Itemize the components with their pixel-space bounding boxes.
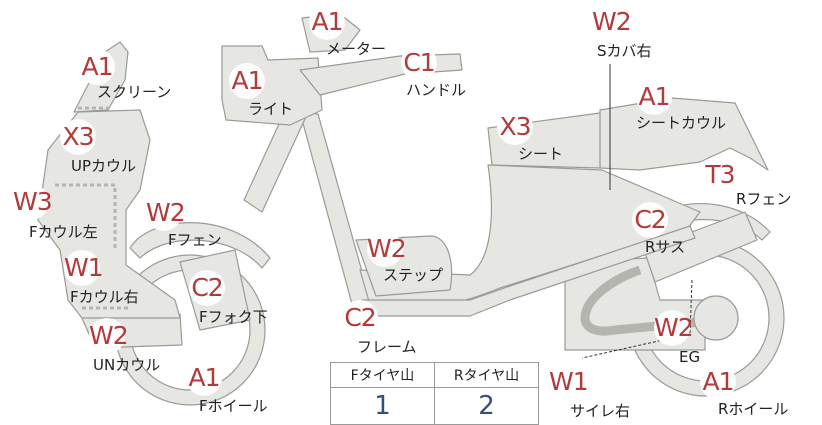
part-code: X3 (497, 109, 533, 145)
part-code: A1 (186, 360, 222, 396)
part-label: シートカウル (636, 114, 727, 132)
muffler-pipe-shape (580, 265, 701, 336)
part-r-fender: T3 (702, 157, 738, 193)
part-f-fork-lower: C2 (189, 270, 225, 306)
part-screen: A1 (79, 49, 115, 85)
part-f-fender: W2 (146, 195, 186, 231)
part-label: Fホイール (199, 397, 268, 415)
part-code: W3 (13, 184, 53, 220)
part-step: W2 (367, 231, 407, 267)
part-meter: A1 (309, 4, 345, 40)
front-tread-header: Fタイヤ山 (330, 362, 435, 388)
part-code: C2 (189, 270, 225, 306)
leader-line-muffler-2 (581, 333, 691, 359)
part-label: Fフェン (168, 231, 222, 249)
part-label: Rサス (645, 238, 686, 256)
part-code: A1 (229, 63, 265, 99)
cowl-seam-line-2 (55, 183, 117, 250)
part-label: EG (679, 348, 701, 366)
part-r-wheel: A1 (700, 364, 736, 400)
seat-cowl-shape (599, 97, 769, 171)
part-label: UPカウル (71, 157, 137, 175)
part-code: A1 (79, 49, 115, 85)
tire-tread-table: Fタイヤ山 Rタイヤ山 1 2 (330, 362, 539, 425)
part-light: A1 (229, 63, 265, 99)
part-muffler-right: W1 (549, 364, 589, 400)
part-code: W2 (654, 310, 694, 346)
part-label: Fカウル右 (70, 288, 139, 306)
table-value-row: 1 2 (330, 387, 539, 425)
rear-suspension-shape (643, 211, 758, 283)
part-code: W2 (367, 231, 407, 267)
part-f-cowl-left: W3 (13, 184, 53, 220)
part-label: メーター (326, 40, 387, 58)
part-label: スクリーン (97, 83, 172, 101)
part-code: C1 (401, 45, 437, 81)
part-seat-cowl: A1 (636, 79, 672, 115)
table-header-row: Fタイヤ山 Rタイヤ山 (330, 362, 539, 388)
part-code: T3 (702, 157, 738, 193)
part-handle: C1 (401, 45, 437, 81)
part-code: C2 (632, 202, 668, 238)
part-code: A1 (700, 364, 736, 400)
frame-down-tube (299, 111, 371, 305)
part-label: Rフェン (736, 190, 792, 208)
part-label: Fカウル左 (29, 223, 98, 241)
part-code: X3 (60, 119, 96, 155)
part-up-cowl: X3 (60, 119, 96, 155)
part-label: ステップ (383, 266, 444, 284)
part-engine: W2 (654, 310, 694, 346)
part-code: A1 (309, 4, 345, 40)
part-code: A1 (636, 79, 672, 115)
part-label: Rホイール (718, 400, 789, 418)
part-f-cowl-right: W1 (64, 250, 104, 286)
part-code: W1 (549, 364, 589, 400)
part-label: サイレ右 (570, 402, 631, 420)
part-label: UNカウル (93, 356, 161, 374)
rear-hub-shape (693, 295, 739, 341)
part-label: Fフォク下 (199, 308, 268, 326)
part-f-wheel: A1 (186, 360, 222, 396)
leader-line-muffler (689, 279, 693, 335)
part-code: W2 (89, 318, 129, 354)
rear-tread-value: 2 (434, 387, 539, 425)
part-seat: X3 (497, 109, 533, 145)
part-label: フレーム (357, 338, 417, 356)
floorboard-shape (361, 225, 696, 317)
part-code: W2 (146, 195, 186, 231)
part-frame: C2 (342, 300, 378, 336)
part-label: Sカバ右 (597, 42, 652, 60)
part-label: ハンドル (406, 81, 467, 99)
part-code: W1 (64, 250, 104, 286)
part-un-cowl: W2 (89, 318, 129, 354)
part-label: シート (518, 145, 564, 163)
part-code: C2 (342, 300, 378, 336)
part-code: W2 (592, 4, 632, 40)
part-label: ライト (248, 100, 294, 118)
part-r-suspension: C2 (632, 202, 668, 238)
part-s-cover-right: W2 (592, 4, 632, 40)
rear-tread-header: Rタイヤ山 (434, 362, 539, 388)
front-tread-value: 1 (330, 387, 435, 425)
